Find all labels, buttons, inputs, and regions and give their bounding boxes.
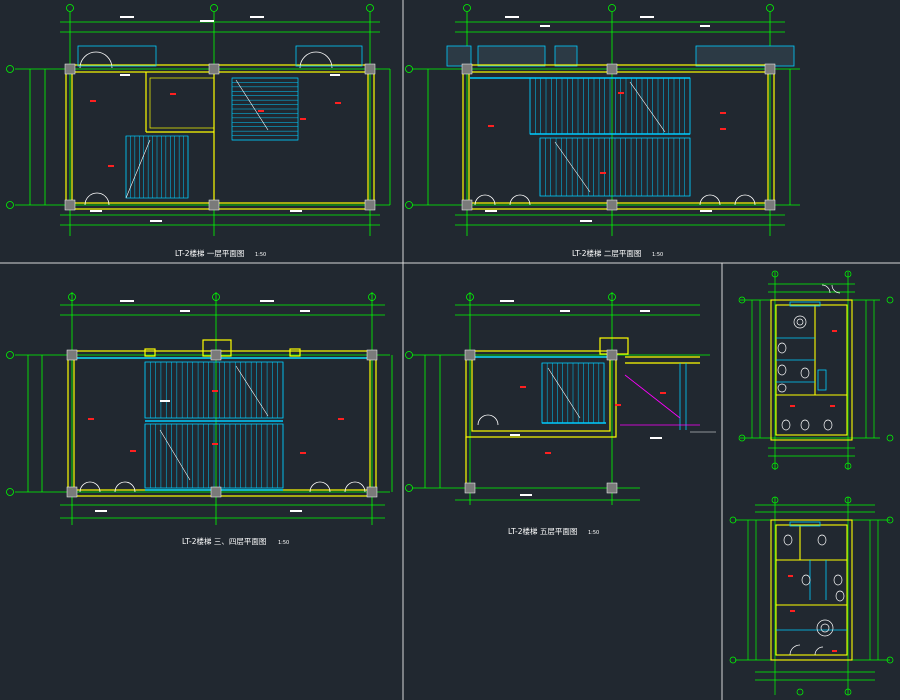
plan-2-dimension-ticks xyxy=(485,16,712,222)
plan-3-third-fourth-floor: LT-2楼梯 三、四层平面图 1:50 xyxy=(6,292,393,546)
detail-b-walls xyxy=(770,519,853,661)
plan-3-columns xyxy=(66,349,378,498)
detail-b-axis-grid xyxy=(735,497,890,695)
detail-b-tag-markers xyxy=(788,575,837,652)
plan-2-stair-flights xyxy=(470,77,691,197)
plan-2-stair-treads xyxy=(529,78,691,134)
plan-3-doors xyxy=(79,481,366,493)
plan-2-columns xyxy=(461,63,776,211)
plan-3-axis-grid xyxy=(15,292,393,525)
plan-3-stair-treads xyxy=(144,424,284,488)
plan-1-stair-treads xyxy=(232,77,298,141)
plan-4-stair-treads xyxy=(541,363,605,423)
detail-a-axis-bubbles xyxy=(738,270,894,470)
plan-3-tag-markers xyxy=(88,390,344,454)
plan-4-stair-arrows xyxy=(547,367,716,433)
plan-1-doors xyxy=(79,51,333,206)
plan-4-columns xyxy=(464,349,618,494)
plan-2-stair-treads xyxy=(539,138,691,196)
plan-4-railing xyxy=(620,374,700,426)
plan-1-dimension-ticks xyxy=(90,16,340,222)
plan-2-doors xyxy=(474,194,756,206)
plan-4-tag-markers xyxy=(520,386,666,454)
plan-4-doors xyxy=(477,414,499,426)
plan-2-windows xyxy=(446,45,795,67)
plan-1-scale: 1:50 xyxy=(255,252,266,258)
plan-3-stair-arrows xyxy=(159,365,269,481)
plan-4-dimension-ticks xyxy=(500,300,662,496)
detail-a-restroom-plan xyxy=(738,270,894,470)
plan-1-door-leaf xyxy=(295,45,363,67)
plan-2-axis-bubbles xyxy=(405,4,774,209)
plan-4-axis-grid xyxy=(412,292,710,505)
plan-2-title: LT-2楼梯 二层平面图 xyxy=(572,248,641,258)
plan-1-first-floor: LT-2楼梯 一层平面图 1:50 xyxy=(6,4,391,258)
detail-a-walls xyxy=(770,299,853,441)
plan-2-tag-markers xyxy=(488,92,726,174)
plan-1-columns xyxy=(64,63,376,211)
plan-2-walls xyxy=(462,64,775,210)
plan-1-axis-bubbles xyxy=(6,4,374,209)
plan-2-second-floor: LT-2楼梯 二层平面图 1:50 xyxy=(405,4,800,258)
plan-4-scale: 1:50 xyxy=(588,530,599,536)
plan-1-stair-arrows xyxy=(125,79,269,199)
detail-a-fixtures xyxy=(777,284,841,431)
plan-3-title: LT-2楼梯 三、四层平面图 xyxy=(182,536,266,546)
plan-2-stair-arrows xyxy=(554,81,666,193)
detail-b-axis-bubbles xyxy=(729,496,894,696)
plan-1-stair-treads xyxy=(125,136,189,198)
detail-b-fixtures xyxy=(783,534,845,656)
plan-1-stair-flights xyxy=(125,77,299,199)
plan-4-title: LT-2楼梯 五层平面图 xyxy=(508,526,577,536)
plan-3-axis-bubbles xyxy=(6,293,376,496)
plan-4-walls xyxy=(465,337,700,488)
plan-1-door-leaf xyxy=(77,45,157,67)
detail-b-partitions xyxy=(776,521,847,631)
plan-3-scale: 1:50 xyxy=(278,540,289,546)
plan-1-title: LT-2楼梯 一层平面图 xyxy=(175,248,244,258)
plan-4-stair-flights xyxy=(472,356,687,430)
plan-4-fifth-floor: LT-2楼梯 五层平面图 1:50 xyxy=(405,292,716,536)
plan-4-axis-bubbles xyxy=(405,293,616,492)
plan-3-dimension-ticks xyxy=(95,300,310,512)
plan-1-tag-markers xyxy=(90,93,341,167)
detail-a-tag-markers xyxy=(790,330,837,407)
detail-b-restroom-plan xyxy=(729,496,894,696)
detail-a-axis-grid xyxy=(740,272,880,470)
plan-2-scale: 1:50 xyxy=(652,252,663,258)
plan-3-stair-treads xyxy=(144,362,284,418)
detail-a-partitions xyxy=(776,301,827,391)
plan-3-stair-flights xyxy=(74,357,370,491)
plan-1-walls xyxy=(65,64,375,210)
